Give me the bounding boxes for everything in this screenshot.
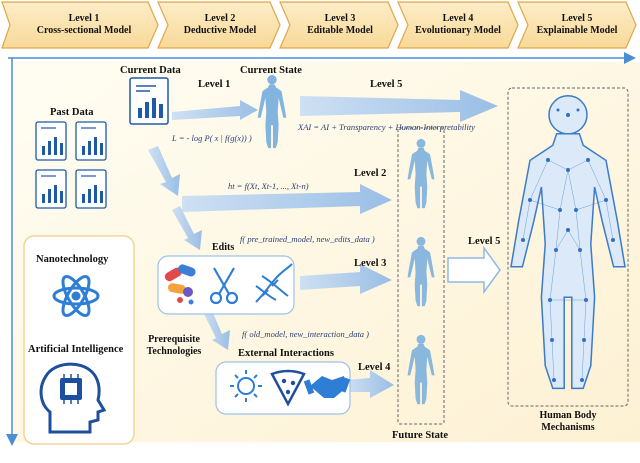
interaction-formula: f( old_model, new_interaction_data ) [242,329,370,339]
loss-formula: L = - log P( x | f(g(x)) ) [172,133,252,143]
future-state-label: Future State [392,430,449,441]
level-banners [1,1,637,49]
current-state-label: Current State [240,65,302,76]
flow-arrows [148,90,498,398]
banner-level-4-text: Level 4 Evolutionary Model [402,13,514,37]
prerequisite-technologies-label: Prerequisite Technologies [138,334,210,358]
handshake-icon [303,376,351,398]
level-3-number: Level 3 [324,13,356,24]
scissors-icon [209,267,239,305]
banner-level-2 [157,1,281,49]
prerequisite-line-2: Technologies [146,346,202,357]
pills-icon [164,264,196,305]
external-interactions-label: External Interactions [238,348,334,359]
level-1-name: Cross-sectional Model [36,25,132,36]
pizza-icon [270,369,306,407]
past-data-label: Past Data [50,107,94,118]
arrow-to-edits [172,206,202,250]
arrow-label-level-1: Level 1 [198,79,231,90]
banner-level-1 [1,1,159,49]
banner-level-3 [279,1,399,49]
human-body-mechanisms-label: Human Body Mechanisms [526,410,610,434]
future-state-box [397,127,445,425]
current-data-document-icon [129,77,169,125]
past-data-document-icons [35,121,107,209]
ai-head-chip-icon [39,362,107,434]
artificial-intelligence-label: Artificial Intelligence [28,344,124,355]
arrow-level-5-side [447,245,501,295]
level-2-name: Deductive Model [183,25,257,36]
banner-level-5 [517,1,637,49]
arrow-label-level-5-top: Level 5 [370,79,403,90]
ht-formula: ht = f(Xt, Xt-1, ..., Xt-n) [228,181,309,191]
level-4-name: Evolutionary Model [415,25,501,36]
current-data-label: Current Data [120,65,181,76]
arrow-level-5-top [300,90,498,122]
arrow-label-level-2: Level 2 [354,168,387,179]
prerequisite-line-1: Prerequisite [148,334,200,345]
atom-icon [52,275,100,317]
human-body-line-2: Mechanisms [541,422,595,433]
banner-level-3-text: Level 3 Editable Model [286,13,394,37]
level-3-name: Editable Model [307,25,373,36]
arrow-level-4 [345,370,394,398]
arrow-level-2 [182,184,392,214]
edits-label: Edits [212,242,235,253]
arrow-label-level-4: Level 4 [358,362,391,373]
arrow-label-level-5-side: Level 5 [468,236,501,247]
arrow-label-level-3: Level 3 [354,258,387,269]
arrow-past-to-ht [148,146,180,196]
dna-icon [255,263,293,303]
level-5-name: Explainable Model [536,25,618,36]
human-body-box [507,87,629,407]
arrow-level-1 [172,100,258,120]
sun-icon [230,370,262,402]
xai-formula: XAI = AI + Transparency + Human-Interpre… [298,122,475,132]
banner-level-5-text: Level 5 Explainable Model [522,13,632,37]
human-body-line-1: Human Body [539,410,597,421]
edits-formula: f( pre_trained_model, new_edits_data ) [240,234,375,244]
level-2-number: Level 2 [204,13,236,24]
arrow-to-interactions [202,306,230,350]
level-4-number: Level 4 [442,13,474,24]
level-1-number: Level 1 [68,13,100,24]
arrow-level-3 [300,264,392,294]
nanotechnology-label: Nanotechnology [36,254,109,265]
banner-level-1-text: Level 1 Cross-sectional Model [14,13,154,37]
banner-level-2-text: Level 2 Deductive Model [164,13,276,37]
level-5-number: Level 5 [561,13,593,24]
human-body-mechanisms-icon [509,93,627,391]
banner-level-4 [397,1,519,49]
